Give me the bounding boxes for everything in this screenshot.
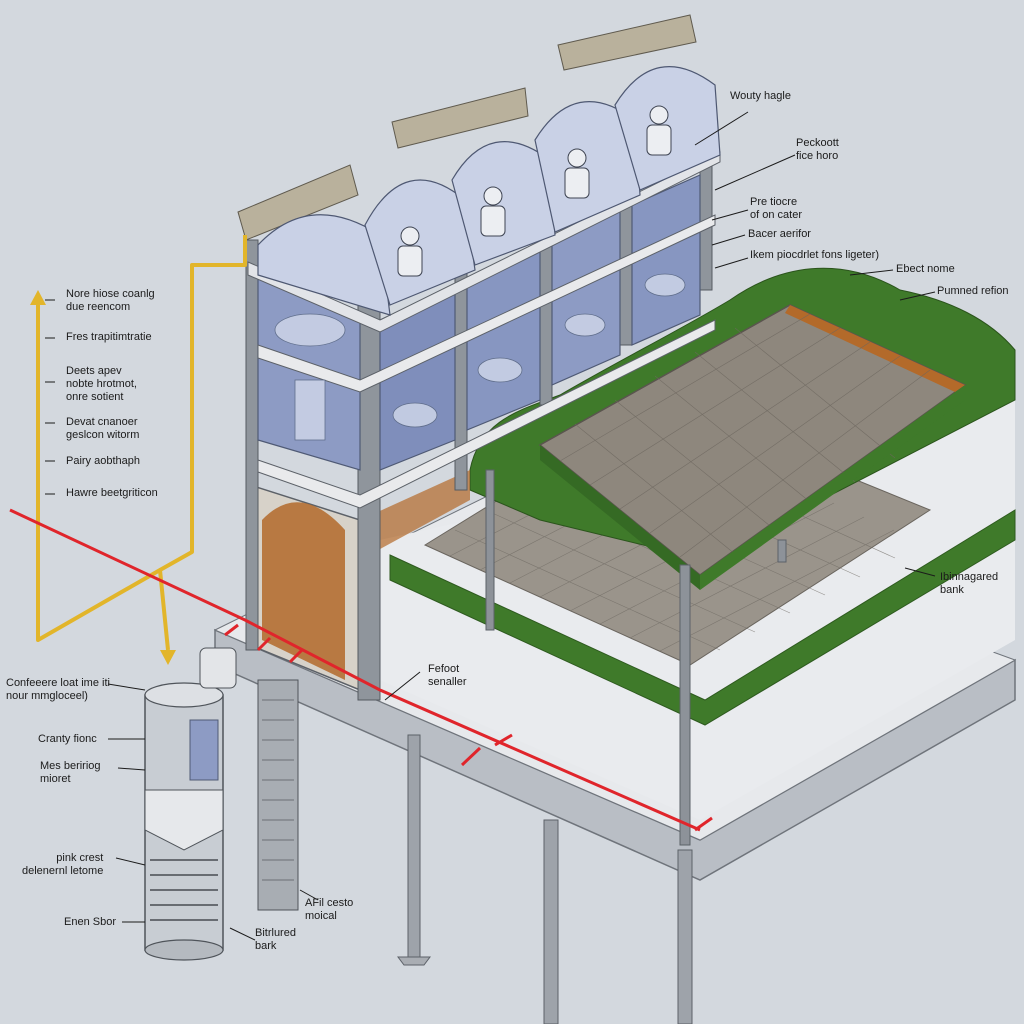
- label-fefoot-senaller: Fefoot senaller: [428, 663, 467, 688]
- label-wouty-hagle: Wouty hagle: [730, 90, 791, 102]
- label-mes-beririog: Mes beririog mioret: [40, 760, 101, 785]
- label-afil-cesto: AFil cesto moical: [305, 897, 354, 922]
- label-peckoott-fice-horo: Peckoott fice horo: [796, 137, 839, 162]
- label-ikem-piocdrlet: Ikem piocdrlet fons ligeter): [750, 249, 879, 261]
- leader-lines: [45, 111, 936, 941]
- label-bitrlured-bark: Bitrlured bark: [255, 927, 296, 952]
- label-hawre-beetgriticon: Hawre beetgriticon: [66, 487, 158, 499]
- pipe-arrow-down: [160, 650, 176, 665]
- boundary-line: [9, 508, 713, 832]
- label-ebect-nome: Ebect nome: [896, 263, 955, 275]
- label-enen-sbor: Enen Sbor: [64, 916, 116, 928]
- rooftop-domes: [237, 14, 721, 316]
- water-pipe: [36, 235, 247, 651]
- pergola-posts: [485, 469, 787, 846]
- label-ibinnagared-bank: Ibinnagared bank: [940, 571, 999, 596]
- label-cranty-fionc: Cranty fionc: [38, 733, 97, 745]
- support-columns: [397, 734, 693, 1024]
- label-pairy-aobthaph: Pairy aobthaph: [66, 455, 140, 467]
- label-pre-tiocre: Pre tiocre of on cater: [750, 196, 802, 221]
- label-nore-hiose: Nore hiose coanlg due reencom: [66, 288, 155, 313]
- label-deets-apev: Deets apev nobte hrotmot, onre sotient: [66, 365, 137, 403]
- label-pumned-refion: Pumned refion: [937, 285, 1009, 297]
- raised-planter: [538, 304, 967, 590]
- label-fres-trapitimtratie: Fres trapitimtratie: [66, 331, 152, 343]
- storage-tank: [144, 647, 299, 961]
- tower-building: [245, 151, 721, 701]
- pipe-arrow-up: [30, 290, 46, 305]
- label-devat-cnanoer: Devat cnanoer geslcon witorm: [66, 416, 140, 441]
- label-bacer-aerifor: Bacer aerifor: [748, 228, 811, 240]
- label-confeeere-loat: Confeeere loat ime iti nour mmgloceel): [6, 677, 110, 702]
- label-pink-crest: pink crest delenernl letome: [22, 852, 104, 877]
